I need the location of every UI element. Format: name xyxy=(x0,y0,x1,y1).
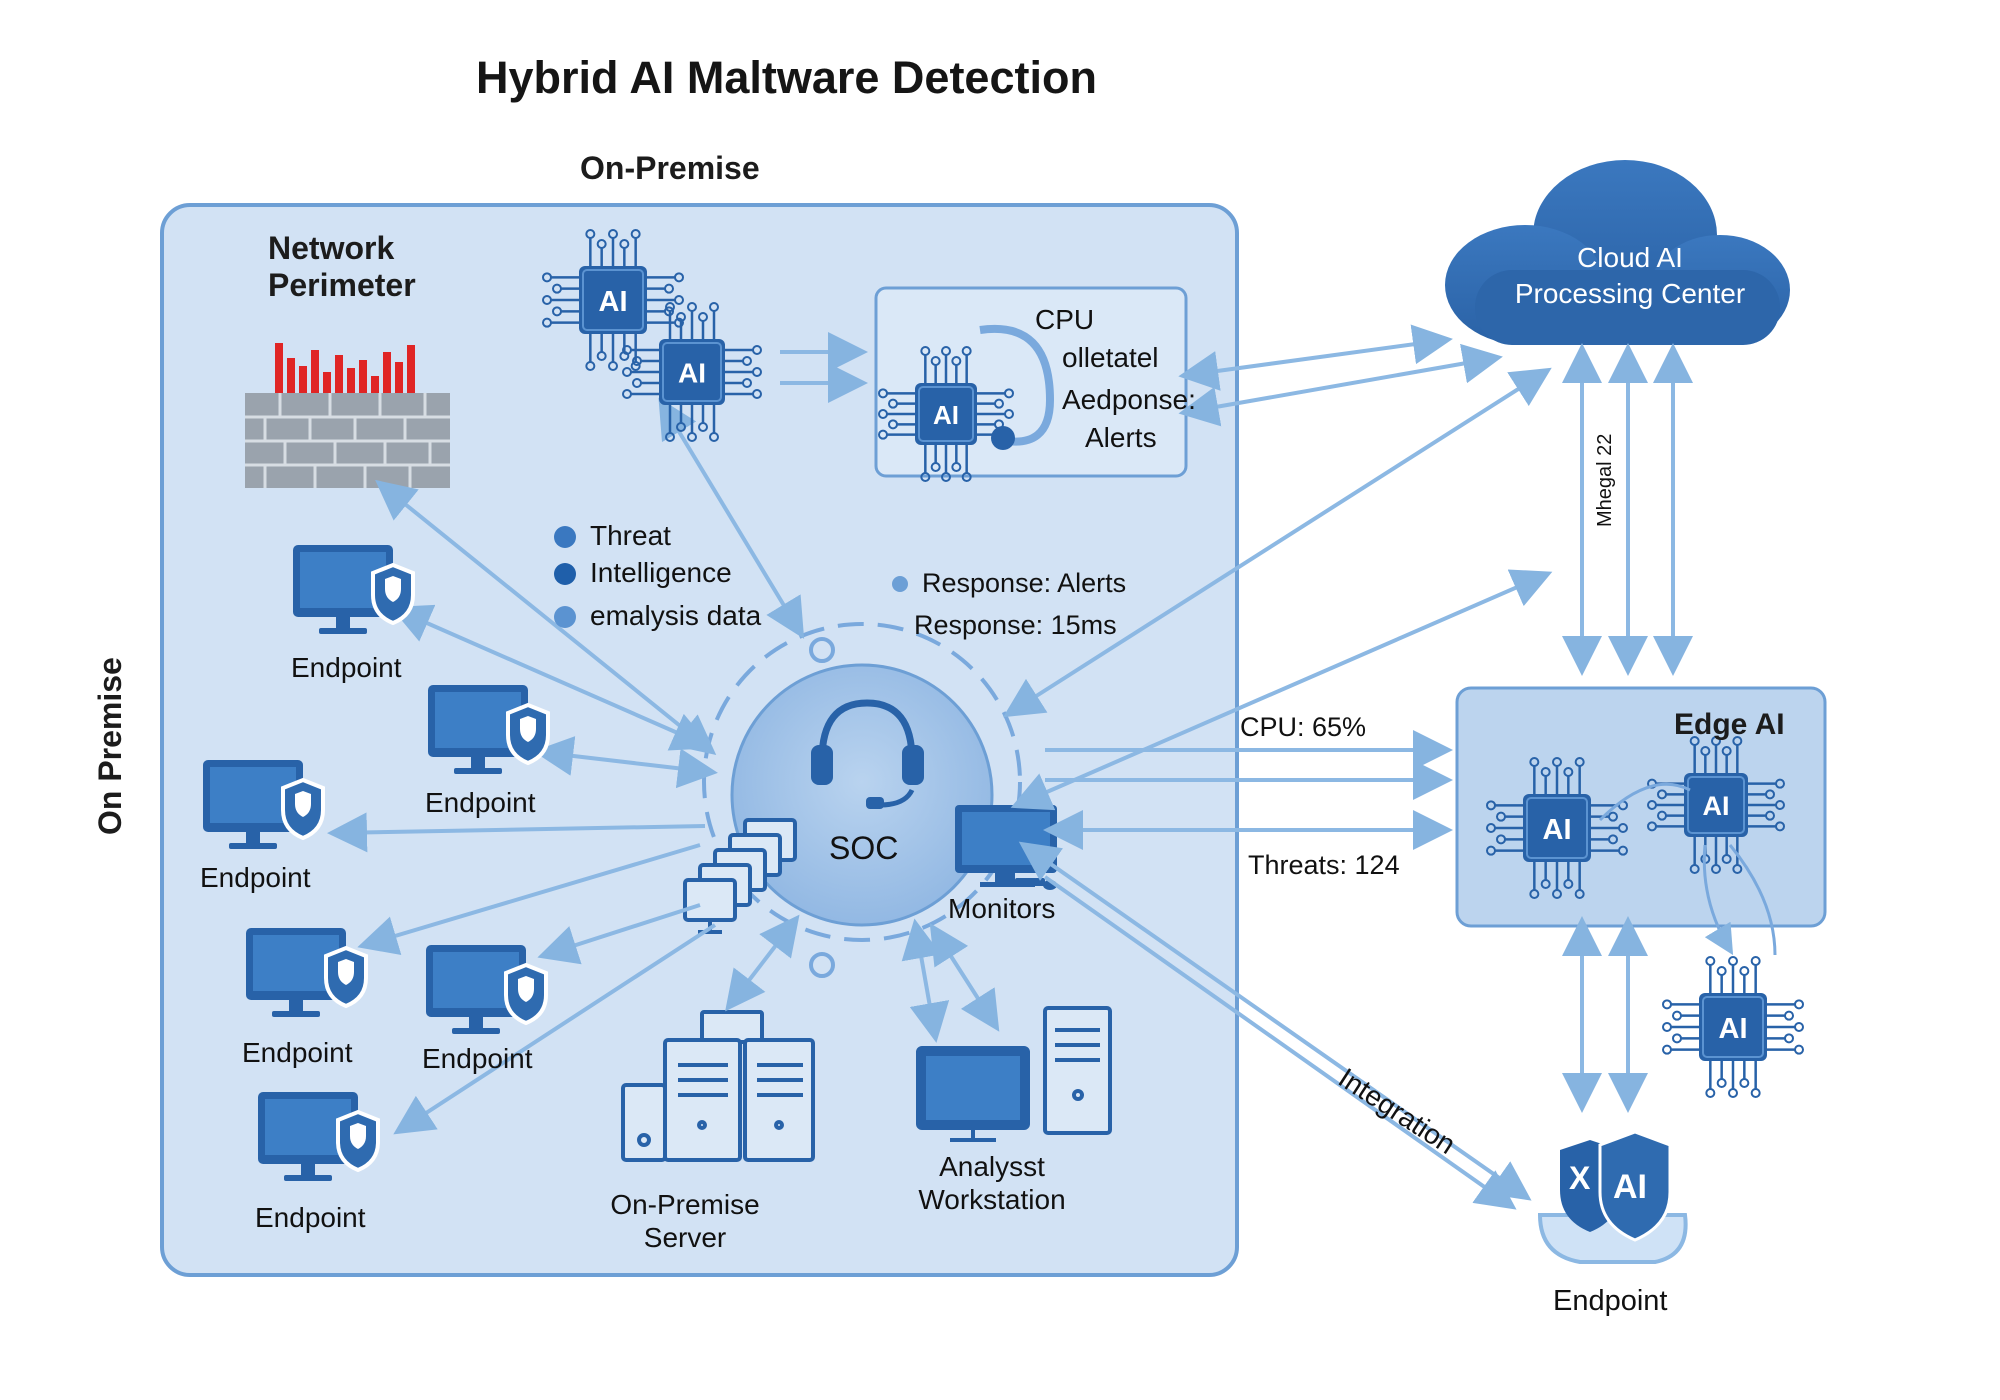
connector-arrow xyxy=(1018,841,1532,1201)
cloud-label: Cloud AI Processing Center xyxy=(1514,242,1746,309)
cloud-vertical-label: Mhegal 22 xyxy=(1594,433,1616,527)
connector-arrow xyxy=(390,604,713,751)
endpoint-label-6: Endpoint xyxy=(255,1202,366,1233)
cpu-gauge-knob xyxy=(991,426,1015,450)
connector-arrow xyxy=(929,923,1000,1032)
endpoint-monitor-icon xyxy=(426,945,548,1034)
endpoint-label-1: Endpoint xyxy=(291,652,402,683)
endpoint-monitors-layer xyxy=(203,545,550,1181)
onprem-side-label: On Premise xyxy=(92,657,128,835)
endpoint-monitor-icon xyxy=(428,685,550,774)
cpu-gauge-arc xyxy=(979,324,1055,446)
endpoint-monitor-icon xyxy=(203,760,325,849)
network-perimeter-label: Network Perimeter xyxy=(268,230,416,303)
connector-arrow xyxy=(537,903,701,965)
edge-ai-label: Edge AI xyxy=(1674,708,1785,741)
soc-circle xyxy=(730,663,994,927)
cpu-box-line-3: Aedponse: xyxy=(1062,384,1196,415)
chip-label: AI xyxy=(1703,791,1730,821)
endpoint-monitor-icon xyxy=(258,1092,380,1181)
endpoint-label-2: Endpoint xyxy=(425,787,536,818)
connector-arrow xyxy=(357,843,701,956)
legend-threat-text: Threat xyxy=(590,520,671,551)
endpoint-label-4: Endpoint xyxy=(242,1037,353,1068)
ai-chips-layer: AI AI AI AI AI AI xyxy=(542,229,1804,1098)
workstation-label: Analysst Workstation xyxy=(918,1151,1066,1215)
endpoint-shield-icon xyxy=(1537,1130,1688,1264)
cpu-to-cloud-arrow xyxy=(1178,324,1453,391)
ai-chip-icon: AI xyxy=(1647,736,1785,874)
soc-to-cloud-arrow xyxy=(1003,367,1552,718)
monitors-label: Monitors xyxy=(948,893,1056,924)
endpoint-monitor-icon xyxy=(246,928,368,1017)
ai-chip-icon: AI xyxy=(1486,757,1628,899)
cpu-box-line-2: olletatel xyxy=(1062,342,1159,373)
response-alerts-text: Response: Alerts xyxy=(922,568,1127,598)
cloud-icon xyxy=(1445,160,1790,345)
response-alerts: Response: Alerts xyxy=(892,568,1126,599)
shield-ai-text: AI xyxy=(1613,1168,1647,1206)
endpoint-label-5: Endpoint xyxy=(422,1043,533,1074)
headset-icon xyxy=(818,699,916,761)
cpu-box-line-4: Alerts xyxy=(1085,422,1157,453)
metric-threats: Threats: 124 xyxy=(1248,850,1400,880)
connector-arrow xyxy=(533,736,718,789)
edge-link xyxy=(1728,844,1777,956)
connector-arrow xyxy=(1043,875,1517,1210)
connector-arrow xyxy=(658,397,805,639)
ai-chip-icon: AI xyxy=(622,302,762,442)
response-dot xyxy=(892,576,908,592)
chip-label: AI xyxy=(1543,814,1572,846)
legend-dot xyxy=(554,606,576,628)
connector-arrow xyxy=(393,923,717,1135)
ai-chip-icon: AI xyxy=(878,346,1014,482)
arrows-layer xyxy=(327,324,1693,1210)
chip-label: AI xyxy=(933,400,959,430)
onprem-heading: On-Premise xyxy=(580,150,760,186)
server-icon xyxy=(621,1010,815,1162)
diagram-title: Hybrid AI Maltware Detection xyxy=(476,52,1097,103)
server-label: On-Premise Server xyxy=(610,1189,760,1253)
legend-dot xyxy=(554,563,576,585)
computer-stack-icon xyxy=(683,818,797,934)
metric-cpu: CPU: 65% xyxy=(1240,712,1367,742)
response-time: Response: 15ms xyxy=(914,610,1117,640)
connector-arrow xyxy=(725,914,800,1012)
chip-label: AI xyxy=(1719,1013,1748,1045)
chip-label: AI xyxy=(599,286,628,318)
shield-x-text: X xyxy=(1569,1160,1591,1196)
legend-intelligence-text: Intelligence xyxy=(590,557,732,588)
ai-chip-icon: AI xyxy=(1662,956,1804,1098)
cpu-box-line-1: CPU xyxy=(1035,304,1095,335)
legend-intelligence: Intelligence xyxy=(554,557,732,589)
endpoint-monitor-icon xyxy=(293,545,415,634)
legend-analysis-text: emalysis data xyxy=(590,600,762,631)
legend-threat: Threat xyxy=(554,520,671,552)
edge-link xyxy=(1598,782,1691,822)
legend-analysis: emalysis data xyxy=(554,600,761,632)
endpoint-label-3: Endpoint xyxy=(200,862,311,893)
connector-arrow xyxy=(327,812,706,853)
soc-label: SOC xyxy=(829,830,899,866)
endpoint-right-label: Endpoint xyxy=(1553,1285,1668,1317)
ai-chip-icon: AI xyxy=(542,229,684,371)
firewall-icon xyxy=(245,343,450,488)
edge-link xyxy=(1702,844,1734,956)
chip-label: AI xyxy=(678,358,706,389)
legend-dot xyxy=(554,526,576,548)
